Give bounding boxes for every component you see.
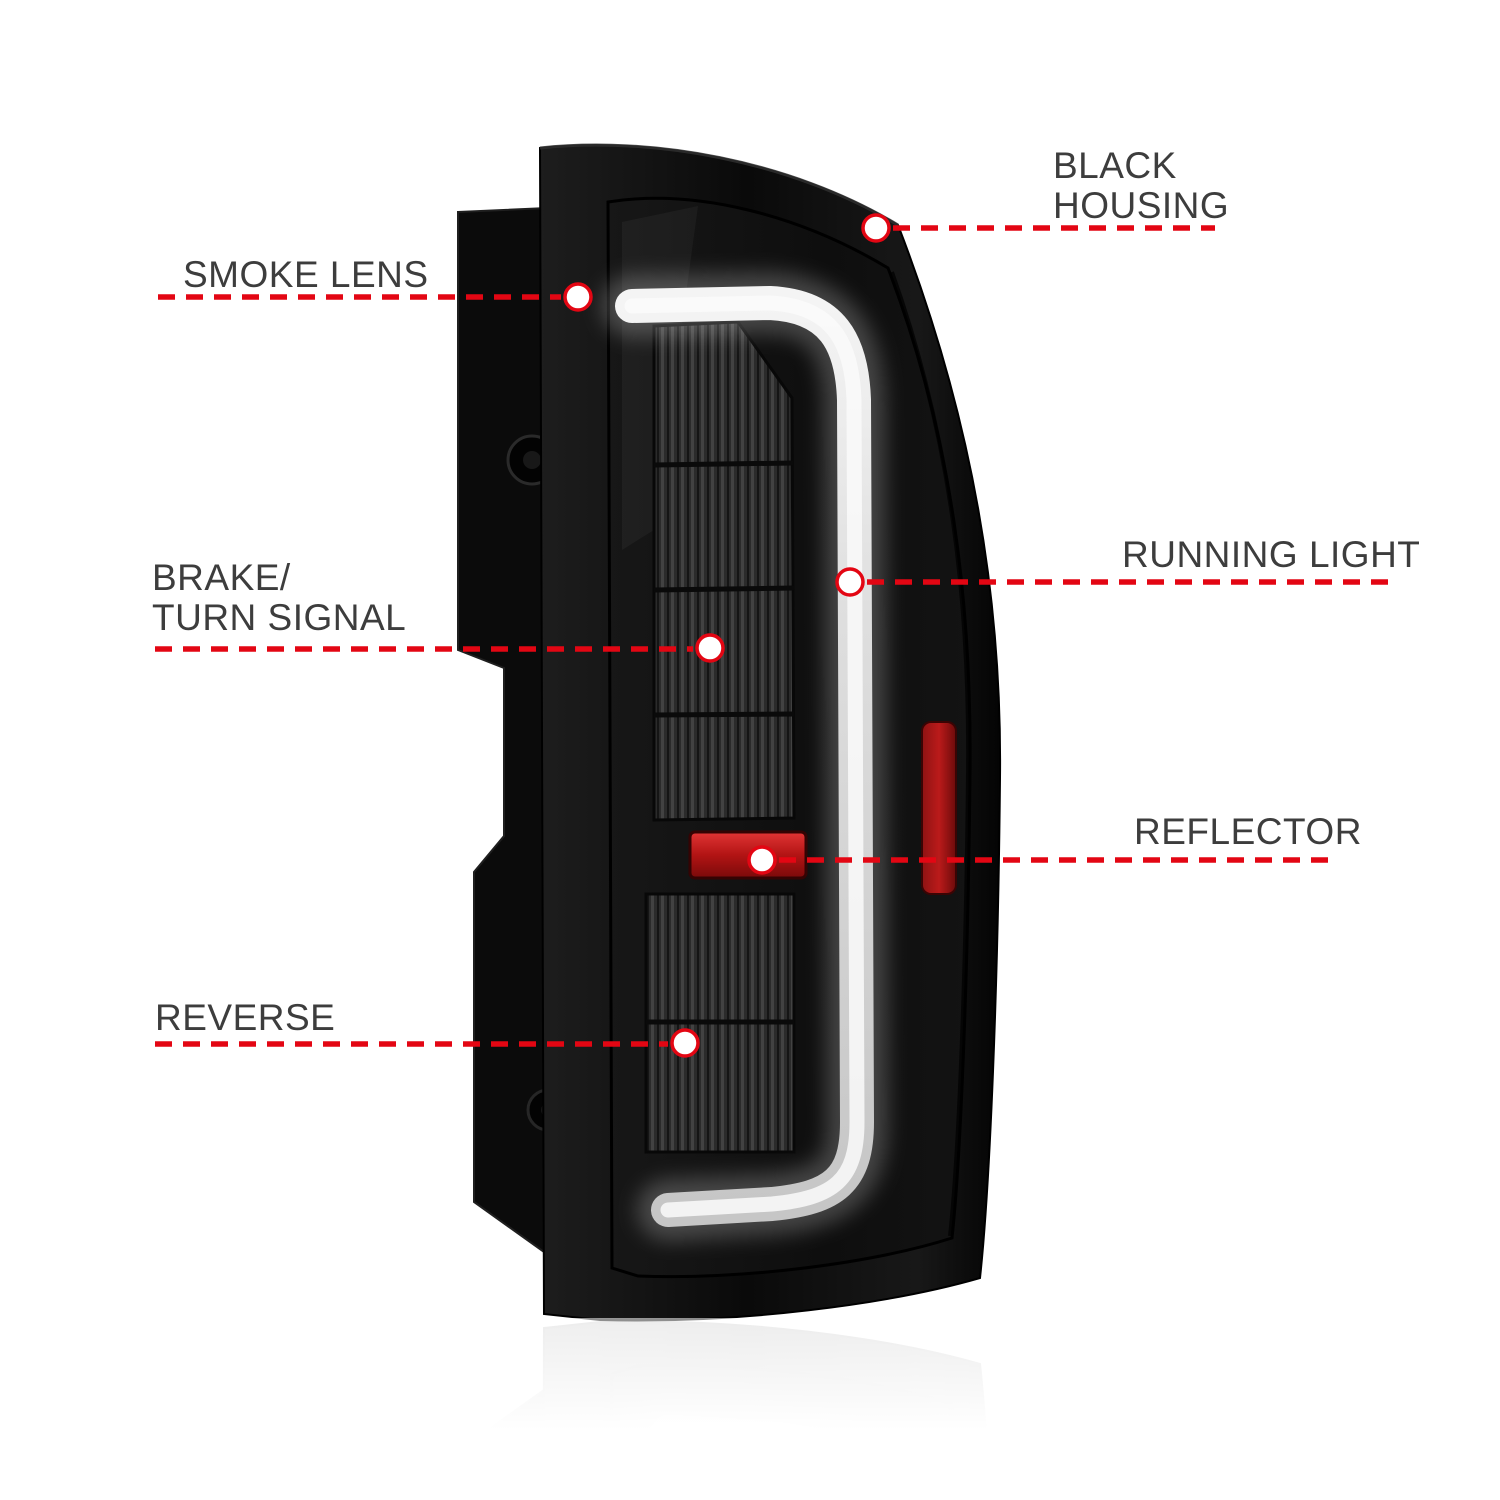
floor-reflection: [440, 1318, 1040, 1430]
reverse-panel: [644, 892, 796, 1154]
housing-top-edge-highlight: [539, 143, 899, 227]
label-black-housing-line2: HOUSING: [1053, 185, 1230, 226]
side-reflector: [921, 721, 957, 895]
lens-seam-line: [890, 271, 971, 1237]
label-brake-turn-signal: BRAKE/ TURN SIGNAL: [152, 558, 406, 638]
label-black-housing-line1: BLACK: [1053, 145, 1177, 186]
label-running-light: RUNNING LIGHT: [1122, 534, 1421, 575]
label-black-housing: BLACK HOUSING: [1053, 146, 1229, 226]
tail-light-illustration: [440, 143, 1040, 1430]
label-reverse: REVERSE: [155, 997, 336, 1038]
label-brake-turn-line2: TURN SIGNAL: [152, 597, 407, 638]
center-reflector: [688, 830, 808, 880]
label-smoke-lens: SMOKE LENS: [183, 254, 429, 295]
label-brake-turn-line1: BRAKE/: [152, 557, 291, 598]
brake-turn-signal-panel: [652, 320, 796, 822]
label-reflector: REFLECTOR: [1134, 811, 1362, 852]
running-light-bar: [601, 272, 888, 1241]
